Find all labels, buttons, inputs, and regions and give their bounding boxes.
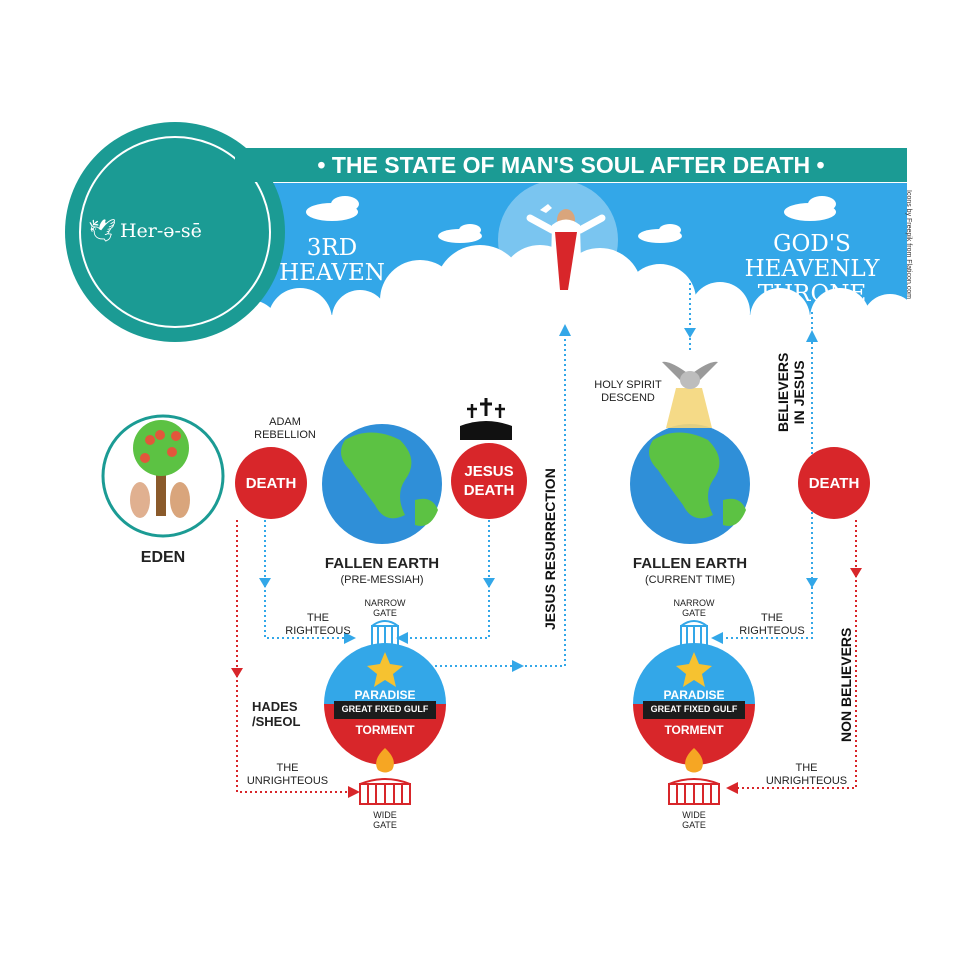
earth-right-title: FALLEN EARTH: [632, 555, 748, 572]
narrow-gate-right-line1: NARROW: [673, 598, 715, 608]
third-heaven-line2: HEAVEN: [279, 260, 385, 286]
gulf-right-label: GREAT FIXED GULF: [650, 704, 738, 714]
earth-left-label: FALLEN EARTH (PRE-MESSIAH): [307, 556, 457, 588]
righteous-left-line2: RIGHTEOUS: [285, 625, 351, 637]
wide-gate-right-line1: WIDE: [682, 810, 706, 820]
holy-spirit-line1: HOLY SPIRIT: [594, 379, 662, 391]
torment-left-label: TORMENT: [355, 723, 415, 737]
hades-line2: /SHEOL: [252, 714, 301, 729]
earth-left-subtitle: (PRE-MESSIAH): [340, 574, 424, 586]
fire-left: [376, 748, 394, 773]
holy-spirit-line2: DESCEND: [601, 392, 655, 404]
heavenly-throne-label: GOD'S HEAVENLY THRONE: [742, 232, 882, 307]
jesus-death-line2: DEATH: [463, 482, 515, 499]
narrow-gate-left-label: NARROW GATE: [360, 598, 410, 618]
red-arrowheads: [231, 568, 862, 798]
believers-line1: BELIEVERS: [775, 352, 791, 432]
throne-line3: THRONE: [757, 281, 867, 307]
wide-gate-right-label: WIDE GATE: [669, 810, 719, 830]
unrighteous-left-line1: THE: [276, 762, 299, 774]
throne-line2: HEAVENLY: [744, 256, 880, 282]
unrighteous-right-line2: UNRIGHTEOUS: [765, 775, 848, 787]
narrow-gate-left: [371, 620, 399, 647]
narrow-gate-right-line2: GATE: [682, 608, 706, 618]
small-clouds: [306, 196, 836, 243]
jesus-resurrection-label: JESUS RESURRECTION: [542, 468, 558, 630]
adam-rebellion-label: ADAM REBELLION: [240, 416, 330, 442]
title-text: THE STATE OF MAN'S SOUL AFTER DEATH: [331, 151, 811, 178]
non-believers-label: NON BELIEVERS: [838, 627, 854, 742]
jesus-death-line1: JESUS: [464, 463, 514, 480]
hades-label: HADES /SHEOL: [252, 699, 322, 729]
fire-right: [685, 748, 703, 773]
righteous-right-line1: THE: [761, 612, 783, 624]
righteous-right-label: THE RIGHTEOUS: [737, 612, 807, 638]
third-heaven-line1: 3RD: [306, 235, 358, 261]
logo: 🕊 Her-ə-sē: [88, 218, 268, 244]
logo-text: Her-ə-sē: [119, 220, 202, 242]
torment-right-label: TORMENT: [664, 723, 724, 737]
unrighteous-left-line2: UNRIGHTEOUS: [246, 775, 329, 787]
earth-left-title: FALLEN EARTH: [324, 555, 440, 572]
icon-credit: Icons by Freepik from Flaticon.com: [905, 190, 912, 299]
narrow-gate-right: [680, 620, 708, 647]
paradise-star-left: [367, 652, 403, 687]
red-paths: [236, 520, 857, 793]
spirit-dove: [662, 361, 718, 389]
jesus-figure: [526, 209, 606, 300]
golgotha-icon: [460, 398, 512, 440]
throne-line1: GOD'S: [773, 231, 851, 257]
title-bullet-left: •: [317, 151, 332, 178]
wide-gate-right-line2: GATE: [682, 820, 706, 830]
jesus-death-circle: JESUS DEATH: [451, 443, 527, 519]
adam-rebellion-line1: ADAM: [269, 416, 301, 428]
cloud-band: [200, 245, 918, 360]
adam-rebellion-line2: REBELLION: [254, 429, 316, 441]
earth-right-subtitle: (CURRENT TIME): [644, 574, 736, 586]
wide-gate-left-line2: GATE: [373, 820, 397, 830]
blue-paths: [264, 283, 813, 667]
paradise-left-label: PARADISE: [354, 688, 416, 702]
spirit-light: [666, 388, 712, 428]
eden-label: EDEN: [140, 549, 186, 566]
unrighteous-right-label: THE UNRIGHTEOUS: [764, 762, 849, 788]
paradise-star-right: [676, 652, 712, 687]
earth-left-globe: [322, 424, 442, 544]
wide-gate-left: [359, 778, 411, 805]
page-title: • THE STATE OF MAN'S SOUL AFTER DEATH •: [235, 148, 907, 182]
doves: [518, 204, 612, 273]
eden-tree: [130, 420, 190, 518]
righteous-left-line1: THE: [307, 612, 329, 624]
paradise-right-label: PARADISE: [663, 688, 725, 702]
believers-label: BELIEVERS IN JESUS: [775, 353, 807, 432]
logo-circle: [65, 122, 285, 342]
angel-icon: 🕊: [88, 218, 116, 243]
death-circle-left: DEATH: [235, 447, 307, 519]
third-heaven-label: 3RD HEAVEN: [262, 236, 402, 286]
blue-arrowheads: [259, 324, 818, 672]
righteous-right-line2: RIGHTEOUS: [739, 625, 805, 637]
wide-gate-right: [668, 778, 720, 805]
gulf-left-label: GREAT FIXED GULF: [341, 704, 429, 714]
earth-right-label: FALLEN EARTH (CURRENT TIME): [615, 556, 765, 588]
holy-spirit-label: HOLY SPIRIT DESCEND: [588, 379, 668, 405]
wide-gate-left-line1: WIDE: [373, 810, 397, 820]
believers-line2: IN JESUS: [791, 360, 807, 425]
title-bullet-right: •: [810, 151, 825, 178]
unrighteous-left-label: THE UNRIGHTEOUS: [245, 762, 330, 788]
hades-line1: HADES: [252, 699, 298, 714]
unrighteous-right-line1: THE: [795, 762, 818, 774]
earth-right-globe: [630, 424, 750, 544]
hades-left-sphere: [324, 643, 446, 765]
narrow-gate-left-line2: GATE: [373, 608, 397, 618]
righteous-left-label: THE RIGHTEOUS: [283, 612, 353, 638]
narrow-gate-left-line1: NARROW: [364, 598, 406, 608]
narrow-gate-right-label: NARROW GATE: [669, 598, 719, 618]
wide-gate-left-label: WIDE GATE: [360, 810, 410, 830]
death-circle-right: DEATH: [798, 447, 870, 519]
